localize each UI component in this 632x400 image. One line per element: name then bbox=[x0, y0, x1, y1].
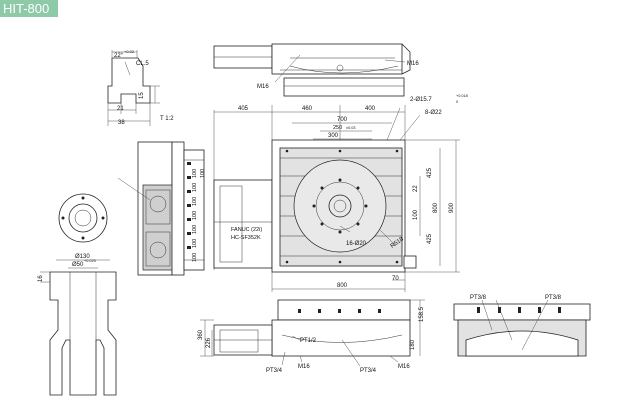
t-slot-detail: 22° +0.02 CL.5 15 21 38 T 1:2 bbox=[107, 49, 174, 126]
m16-right: M16 bbox=[407, 61, 419, 67]
hole-a-tol2: 0 bbox=[456, 100, 458, 104]
pt34a-label: PT3/4 bbox=[266, 368, 283, 374]
d460-label: 460 bbox=[302, 106, 313, 112]
m16b-label: M16 bbox=[398, 364, 410, 370]
d425b-label: 425 bbox=[427, 233, 433, 244]
hole-b-label: 8-Ø22 bbox=[425, 110, 442, 116]
bolt-label: 16-Ø20 bbox=[346, 241, 367, 247]
v100-3: 100 bbox=[192, 211, 198, 220]
front-elevation: 360 226 158.5 180 PT1/2 PT3/4 M16 PT3/4 … bbox=[198, 299, 425, 374]
d130-label: Ø130 bbox=[75, 254, 90, 260]
scale-label: T 1:2 bbox=[160, 116, 174, 122]
d250-label: 250 bbox=[333, 125, 342, 131]
v100-5: 100 bbox=[192, 239, 198, 248]
d360-label: 360 bbox=[198, 329, 204, 340]
v100-6: 100 bbox=[192, 253, 198, 262]
v100-7: 100 bbox=[200, 169, 206, 178]
right-section: PT3/8 PT3/8 bbox=[453, 295, 591, 357]
d425a-label: 425 bbox=[427, 167, 433, 178]
v100-4: 100 bbox=[192, 225, 198, 234]
d1585-label: 158.5 bbox=[419, 306, 425, 322]
d50-tol: +0.025 bbox=[84, 259, 96, 263]
hole-a-tol1: +0.018 bbox=[456, 94, 468, 98]
spindle-view: Ø130 Ø50 +0.025 16 bbox=[38, 193, 117, 396]
d400-label: 400 bbox=[365, 106, 376, 112]
v100-0: 100 bbox=[192, 169, 198, 178]
pt38a-label: PT3/8 bbox=[470, 295, 487, 301]
m16a-label: M16 bbox=[298, 364, 310, 370]
side-view: 100 100 100 100 100 100 100 100 bbox=[117, 141, 206, 276]
d226-label: 226 bbox=[206, 337, 212, 348]
d22-label: 22 bbox=[413, 185, 419, 192]
d21-label: 21 bbox=[117, 106, 124, 112]
plan-view: 405 460 400 700 250 ±0.03 300 2-Ø15.7 +0… bbox=[213, 94, 468, 292]
d900-label: 900 bbox=[449, 202, 455, 213]
d800h-label: 800 bbox=[337, 283, 348, 289]
d700-label: 700 bbox=[337, 117, 348, 123]
hole-a-label: 2-Ø15.7 bbox=[410, 97, 432, 103]
d50-label: Ø50 bbox=[72, 262, 84, 268]
cl-label: CL.5 bbox=[136, 61, 149, 67]
angle-tol: +0.02 bbox=[124, 49, 135, 54]
pt38b-label: PT3/8 bbox=[545, 295, 562, 301]
d15-label: 15 bbox=[139, 92, 145, 99]
top-elevation: M16 M16 bbox=[213, 43, 419, 97]
d300-label: 300 bbox=[328, 133, 339, 139]
v100-1: 100 bbox=[192, 183, 198, 192]
d800v-label: 800 bbox=[433, 202, 439, 213]
d180-label: 180 bbox=[410, 339, 416, 350]
motor-label-1: FANUC (22i) bbox=[231, 227, 262, 233]
m16-left: M16 bbox=[257, 84, 269, 90]
d100-label: 100 bbox=[413, 209, 419, 220]
d38-label: 38 bbox=[118, 120, 125, 126]
d70-label: 70 bbox=[392, 276, 399, 282]
d405-label: 405 bbox=[238, 106, 249, 112]
d16-label: 16 bbox=[38, 275, 44, 282]
pt12-label: PT1/2 bbox=[300, 338, 317, 344]
d250-tol: ±0.03 bbox=[346, 126, 355, 130]
pt34b-label: PT3/4 bbox=[360, 368, 377, 374]
motor-label-2: HC-SF352K bbox=[231, 235, 261, 241]
angle-label: 22° bbox=[114, 53, 124, 59]
v100-2: 100 bbox=[192, 197, 198, 206]
model-tag: HIT-800 bbox=[0, 0, 58, 17]
